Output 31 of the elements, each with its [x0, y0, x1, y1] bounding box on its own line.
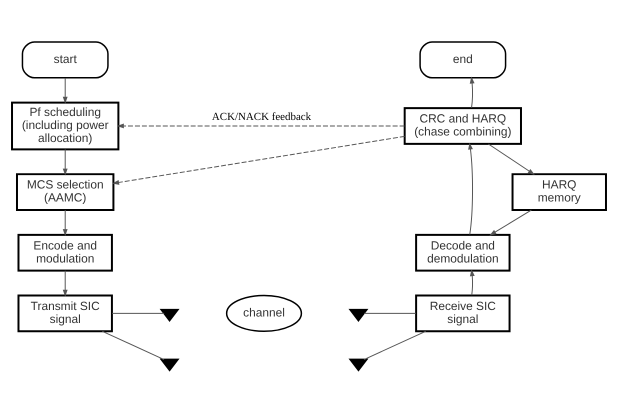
node-box: Pf scheduling (including power allocation)	[11, 102, 120, 150]
node-ellipse: channel	[226, 294, 302, 332]
connector	[364, 330, 426, 360]
connector	[364, 312, 416, 314]
edge-label: ACK/NACK feedback	[212, 110, 312, 123]
node-box: Receive SIC signal	[415, 294, 511, 332]
node-box: HARQ memory	[512, 173, 607, 211]
node-box: CRC and HARQ (chase combining)	[404, 107, 522, 145]
node-triangle	[160, 358, 180, 372]
node-box: Transmit SIC signal	[17, 294, 113, 332]
arrow	[62, 78, 68, 104]
node-triangle	[160, 308, 180, 322]
node-box: Encode and modulation	[17, 234, 113, 272]
arrow	[488, 144, 535, 175]
connector	[112, 312, 165, 314]
arrow	[489, 210, 532, 236]
arrow	[116, 124, 405, 128]
arrow	[470, 76, 475, 108]
node-triangle	[348, 308, 368, 322]
node-box: end	[419, 41, 506, 78]
arrow	[62, 270, 68, 297]
arrow	[62, 210, 68, 236]
node-box: MCS selection (AAMC)	[16, 173, 114, 211]
arrow	[112, 136, 406, 185]
arrow	[470, 269, 475, 296]
arrow	[62, 148, 68, 176]
connector	[102, 330, 165, 360]
node-box: Decode and demodulation	[415, 234, 511, 272]
node-box: start	[22, 41, 109, 78]
arrow	[468, 142, 474, 235]
node-triangle	[348, 358, 368, 372]
